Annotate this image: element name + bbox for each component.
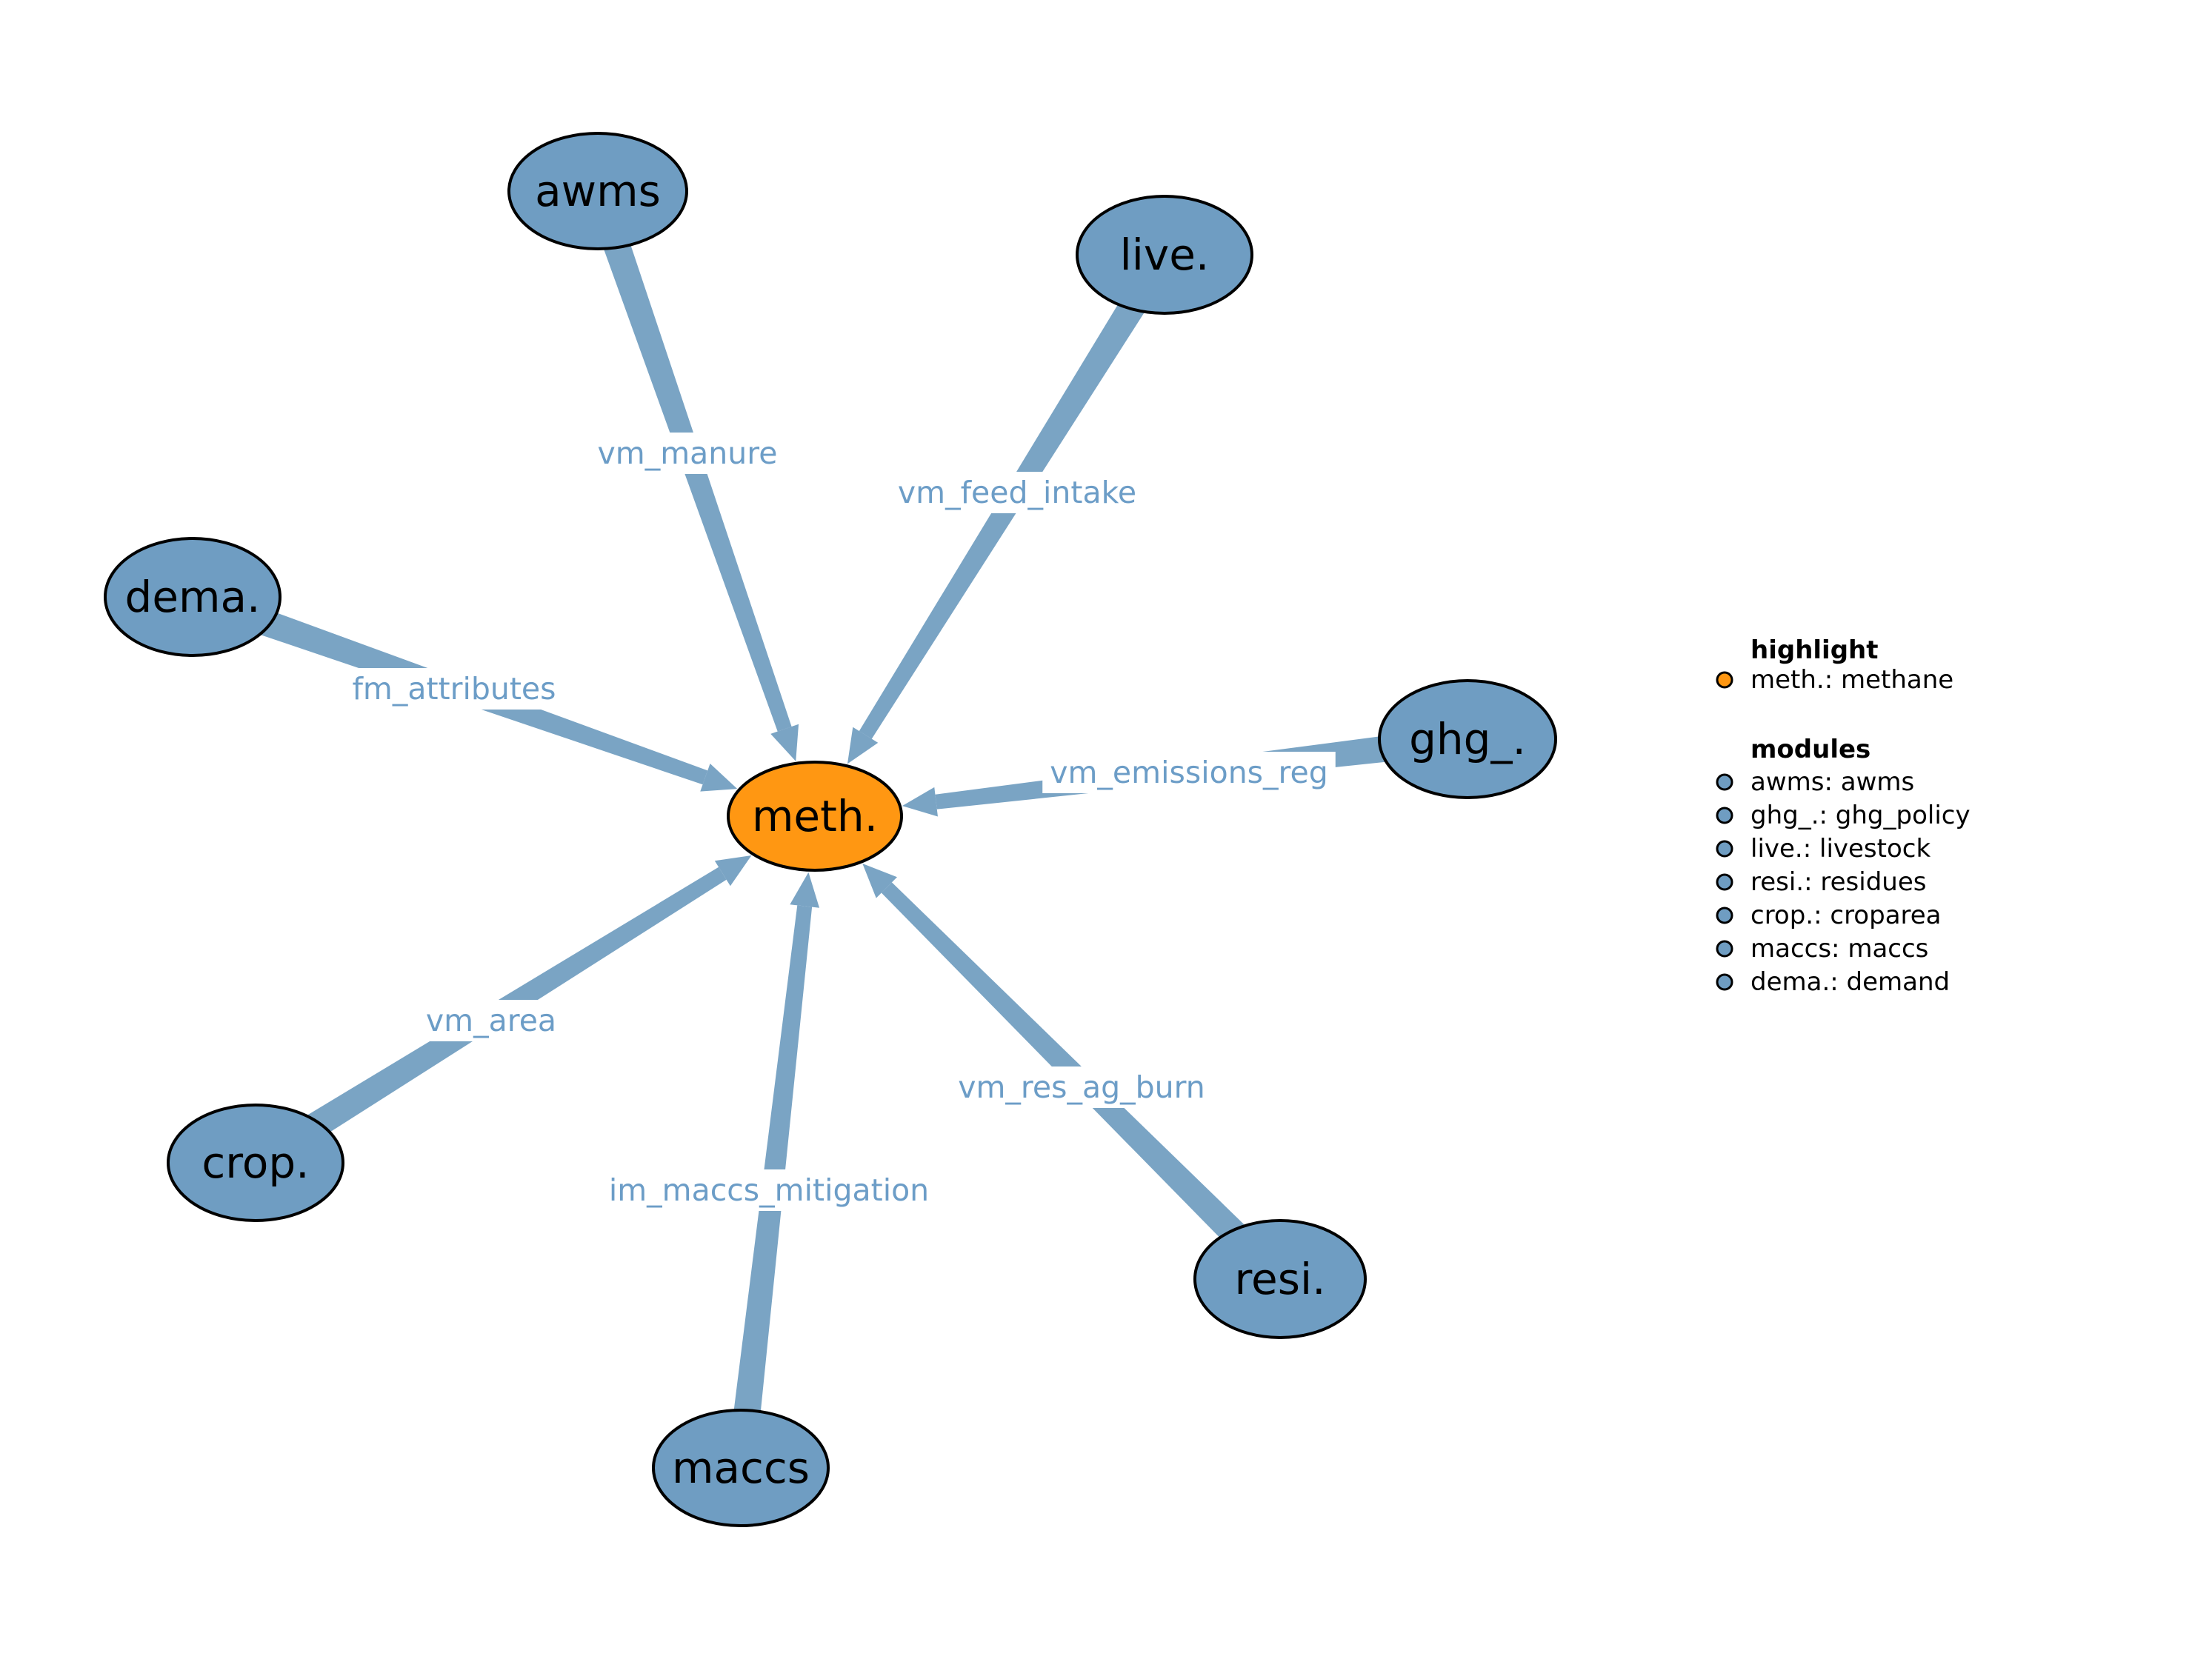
edge-label-vm_manure: vm_manure	[590, 433, 785, 474]
legend-title-highlight: highlight	[1750, 635, 1879, 665]
node-meth: meth.	[727, 761, 903, 872]
legend-item-label: meth.: methane	[1750, 665, 1953, 695]
node-label: maccs	[672, 1443, 810, 1493]
legend-item-label: ghg_.: ghg_policy	[1750, 801, 1971, 830]
legend-item-modules-4: crop.: croparea	[1716, 901, 1942, 930]
edge-label-vm_res_ag_burn: vm_res_ag_burn	[950, 1066, 1213, 1108]
legend-item-highlight-0: meth.: methane	[1716, 665, 1953, 695]
edge-label-text: vm_emissions_reg	[1050, 755, 1328, 790]
legend-marker-icon	[1716, 973, 1733, 991]
edge-label-bg	[950, 1066, 1213, 1108]
legend-marker-icon	[1716, 671, 1733, 689]
node-label: dema.	[125, 572, 261, 622]
legend-item-label: maccs: maccs	[1750, 934, 1928, 964]
node-ghg: ghg_.	[1378, 679, 1557, 799]
legend-marker-icon	[1716, 873, 1733, 891]
node-ellipse-resi	[1193, 1219, 1367, 1339]
node-crop: crop.	[167, 1104, 344, 1222]
edge-arrowhead-icon	[862, 863, 897, 898]
node-maccs: maccs	[652, 1409, 830, 1527]
legend-item-modules-0: awms: awms	[1716, 767, 1914, 797]
legend-title-modules: modules	[1750, 735, 1870, 764]
node-label: crop.	[201, 1138, 309, 1188]
node-label: ghg_.	[1409, 714, 1526, 764]
edge-label-text: fm_attributes	[352, 671, 556, 707]
edge-label-text: im_maccs_mitigation	[609, 1172, 929, 1208]
edge-label-text: vm_res_ag_burn	[958, 1069, 1205, 1105]
edge-label-bg	[601, 1169, 937, 1211]
legend-marker-icon	[1716, 940, 1733, 958]
node-resi: resi.	[1193, 1219, 1367, 1339]
edge-label-bg	[590, 433, 785, 474]
edge-labels-layer: vm_manure vm_feed_intake fm_attributes vm_e…	[344, 433, 1336, 1211]
node-label: live.	[1120, 230, 1210, 280]
legend-item-label: live.: livestock	[1750, 834, 1930, 864]
edge-label-vm_feed_intake: vm_feed_intake	[890, 472, 1145, 513]
edge-arrowhead-icon	[770, 724, 799, 761]
legend-item-modules-6: dema.: demand	[1716, 967, 1950, 997]
node-ellipse-meth	[727, 761, 903, 872]
edge-arrowhead-icon	[714, 855, 752, 887]
node-ellipse-maccs	[652, 1409, 830, 1527]
edge-label-bg	[890, 472, 1145, 513]
legend-marker-icon	[1716, 840, 1733, 858]
node-ellipse-ghg	[1378, 679, 1557, 799]
node-ellipse-awms	[507, 132, 688, 250]
edge-label-im_maccs_mitigation: im_maccs_mitigation	[601, 1169, 937, 1211]
edge-label-text: vm_area	[426, 1003, 556, 1038]
legend-item-label: dema.: demand	[1750, 967, 1950, 997]
legend-item-label: awms: awms	[1750, 767, 1914, 797]
edge-arrowhead-icon	[790, 872, 820, 908]
legend-marker-icon	[1716, 773, 1733, 791]
node-ellipse-crop	[167, 1104, 344, 1222]
legend-item-modules-1: ghg_.: ghg_policy	[1716, 801, 1971, 830]
legend-marker-icon	[1716, 907, 1733, 924]
legend-item-modules-3: resi.: residues	[1716, 867, 1926, 897]
edge-label-bg	[418, 1000, 564, 1041]
edge-label-text: vm_feed_intake	[898, 475, 1136, 510]
node-dema: dema.	[104, 537, 282, 657]
edge-label-vm_area: vm_area	[418, 1000, 564, 1041]
edge-label-vm_emissions_reg: vm_emissions_reg	[1042, 752, 1336, 793]
node-ellipse-live	[1076, 195, 1253, 315]
edge-label-bg	[344, 668, 564, 710]
legend-item-modules-2: live.: livestock	[1716, 834, 1930, 864]
edge-label-fm_attributes: fm_attributes	[344, 668, 564, 710]
edge-arrowhead-icon	[847, 727, 879, 764]
node-label: resi.	[1234, 1254, 1325, 1304]
legend-item-label: resi.: residues	[1750, 867, 1926, 897]
edge-arrowhead-icon	[902, 787, 938, 817]
edge-arrowhead-icon	[700, 763, 738, 792]
legend-item-modules-5: maccs: maccs	[1716, 934, 1928, 964]
node-live: live.	[1076, 195, 1253, 315]
legend-item-label: crop.: croparea	[1750, 901, 1942, 930]
node-ellipse-dema	[104, 537, 282, 657]
edge-label-text: vm_manure	[598, 435, 778, 471]
legend-marker-icon	[1716, 807, 1733, 824]
node-label: awms	[535, 166, 661, 216]
nodes-layer: meth. awms live. dema. ghg_. crop. resi. maccs	[104, 132, 1557, 1527]
node-awms: awms	[507, 132, 688, 250]
edge-label-bg	[1042, 752, 1336, 793]
node-label: meth.	[752, 791, 878, 841]
